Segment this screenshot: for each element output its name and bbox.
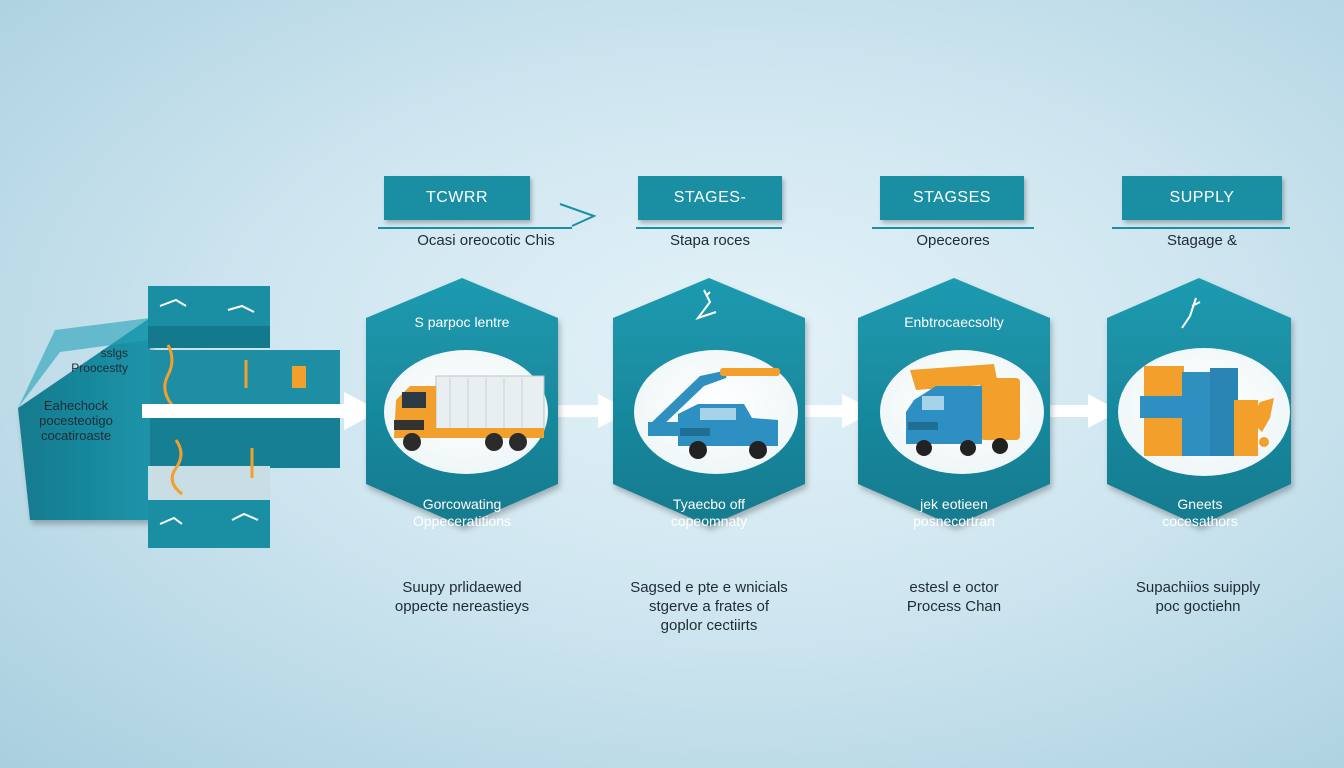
stage-4-title: SUPPLY bbox=[1122, 176, 1282, 220]
stage-1-hex-bottom-line-1: Gorcowating bbox=[422, 496, 502, 512]
stage-4-hex-bottom-line-2: cocesathors bbox=[1162, 513, 1238, 529]
intro-bold-line-2: pocesteotigo bbox=[39, 413, 113, 428]
stage-1-hex-bottom-line-2: Oppeceratitions bbox=[412, 513, 512, 529]
flow-arrow-main bbox=[142, 392, 380, 430]
stage-1-caption-line-2: oppecte nereastieys bbox=[394, 598, 530, 615]
stage-2-title: STAGES- bbox=[638, 176, 782, 220]
stage-3-caption-line-2: Process Chan bbox=[906, 598, 1002, 615]
intro-bold-labels: Eahechock pocesteotigo cocatiroaste bbox=[14, 398, 138, 443]
semi-truck-icon bbox=[906, 364, 1020, 456]
flow-arrows bbox=[555, 394, 1120, 428]
stage-1-hex-top: S parpoc lentre bbox=[414, 314, 510, 330]
intro-bold-line-1: Eahechock bbox=[43, 398, 109, 413]
stage-3-title: STAGSES bbox=[880, 176, 1024, 220]
stage-2-hex-bottom-line-1: Tyaecbo off bbox=[672, 496, 746, 512]
stage-2-caption-line-3: goplor cectiirts bbox=[660, 617, 758, 634]
stage-3-hex-bottom-line-1: jek eotieen bbox=[920, 496, 988, 512]
factory-block bbox=[18, 286, 340, 548]
header-connectors bbox=[378, 203, 1290, 229]
stage-4-hex-bottom: Gneets cocesathors bbox=[1124, 496, 1276, 530]
stage-2-hex-bottom-line-2: copeomnaty bbox=[670, 513, 748, 529]
stage-2-hex-bottom: Tyaecbo off copeomnaty bbox=[633, 496, 785, 530]
stage-2-caption: Sagsed e pte e wnicials stgerve a frates… bbox=[604, 578, 814, 635]
stage-4-hex-bottom-line-1: Gneets bbox=[1177, 496, 1223, 512]
intro-small-line-1: sslgs bbox=[100, 346, 128, 360]
stage-4-caption-line-2: poc goctiehn bbox=[1155, 598, 1241, 615]
stage-3-caption-line-1: estesl e octor bbox=[909, 579, 999, 596]
box-truck-icon bbox=[394, 375, 545, 451]
stage-3-hex-top: Enbtrocaecsolty bbox=[904, 314, 1004, 330]
warehouse-icon bbox=[1140, 366, 1274, 456]
stage-3-subtitle: Opeceores bbox=[916, 232, 990, 249]
stage-4-caption-line-1: Supachiios suipply bbox=[1135, 579, 1261, 596]
stage-3-hex-bottom: jek eotieen posnecortran bbox=[878, 496, 1030, 530]
hex-top-symbols bbox=[695, 289, 1201, 329]
intro-bold-line-3: cocatiroaste bbox=[40, 428, 112, 443]
stage-3-hex-bottom-line-2: posnecortran bbox=[913, 513, 995, 529]
stage-1-hex-bottom: Gorcowating Oppeceratitions bbox=[386, 496, 538, 530]
stage-1-caption: Suupy prlidaewed oppecte nereastieys bbox=[362, 578, 562, 616]
intro-small-labels: sslgs Proocestty bbox=[22, 346, 128, 376]
intro-small-line-2: Proocestty bbox=[71, 361, 128, 375]
stage-2-caption-line-1: Sagsed e pte e wnicials bbox=[630, 579, 788, 596]
stage-1-caption-line-1: Suupy prlidaewed bbox=[402, 579, 522, 596]
stage-4-caption: Supachiios suipply poc goctiehn bbox=[1098, 578, 1298, 616]
stage-3-caption: estesl e octor Process Chan bbox=[854, 578, 1054, 616]
stage-2-caption-line-2: stgerve a frates of bbox=[648, 598, 770, 615]
stage-1-subtitle: Ocasi oreocotic Chis bbox=[417, 232, 555, 249]
stage-4-subtitle: Stagage & bbox=[1166, 232, 1238, 249]
pickup-truck-icon bbox=[648, 368, 780, 459]
stage-1-title: TCWRR bbox=[384, 176, 530, 220]
stage-2-subtitle: Stapa roces bbox=[669, 232, 751, 249]
